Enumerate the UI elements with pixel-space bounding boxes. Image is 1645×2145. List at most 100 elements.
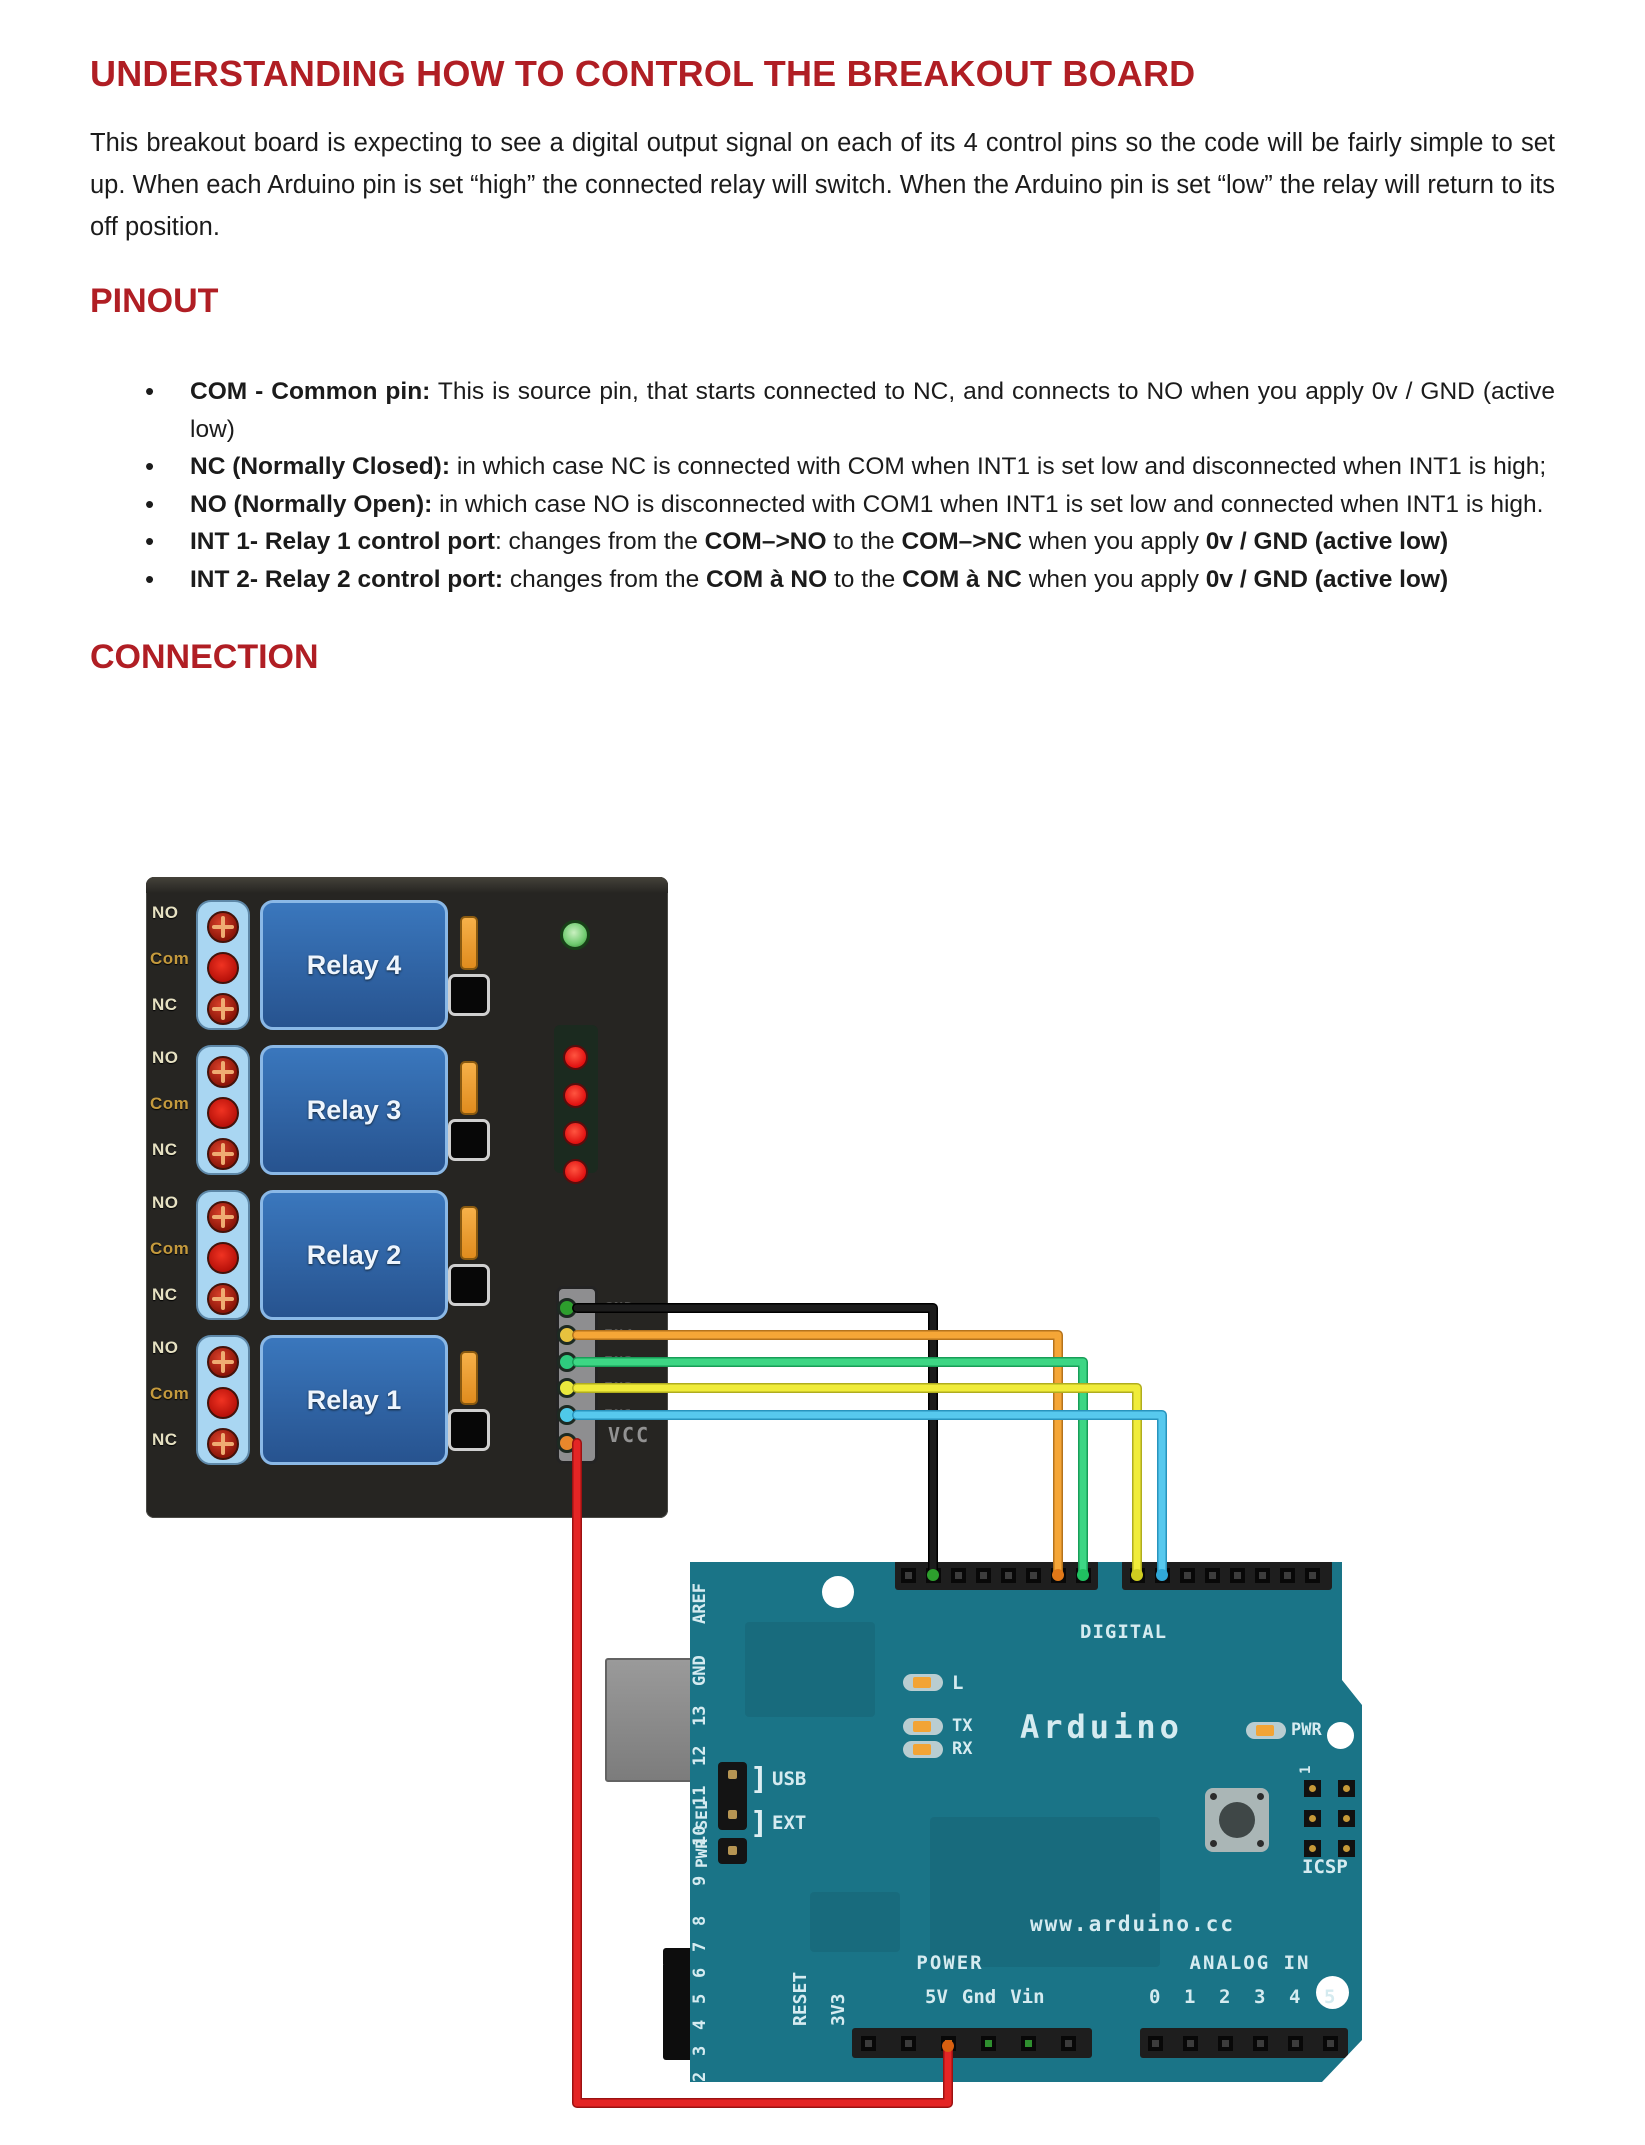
screw-terminal (207, 1056, 239, 1088)
analog-pin (1218, 2036, 1233, 2051)
icsp-pin (1338, 1840, 1355, 1857)
analog-section-label: ANALOG IN (1189, 1952, 1311, 1974)
capacitor (460, 1061, 478, 1115)
transistor (448, 1264, 490, 1306)
rx-led (903, 1741, 943, 1758)
screw-terminal (207, 1387, 239, 1419)
wire-int4 (572, 1330, 1063, 1580)
icsp-label: ICSP (1302, 1856, 1348, 1878)
icsp-pin (1338, 1780, 1355, 1797)
pinout-heading: PINOUT (90, 282, 219, 320)
screw-terminal (207, 1283, 239, 1315)
analog-pin-label-5: 5 (1324, 1986, 1336, 2008)
digital-pin (951, 1568, 966, 1583)
ext-jumper-label: EXT (772, 1812, 807, 1834)
wire-vcc (572, 1438, 953, 2108)
terminal-label-nc: NC (152, 995, 178, 1014)
capacitor (460, 1351, 478, 1405)
terminal-label-com: Com (150, 1094, 190, 1113)
relay-2-label: Relay 2 (306, 1239, 402, 1270)
analog-pin (1323, 2036, 1338, 2051)
wire-int2-end (1131, 1569, 1143, 1581)
terminal-block (196, 1045, 250, 1175)
l-led (903, 1674, 943, 1691)
terminal-label-no: NO (152, 1193, 179, 1212)
analog-pin (1148, 2036, 1163, 2051)
power-section-label: POWER (916, 1952, 984, 1974)
pinout-bullet-4: INT 1- Relay 1 control port: changes fro… (90, 523, 1555, 561)
relay-led-red (563, 1045, 588, 1070)
screw-terminal (207, 1201, 239, 1233)
power-pin (861, 2036, 876, 2051)
jumper-wires (572, 1303, 1168, 2108)
terminal-label-no: NO (152, 903, 179, 922)
wire-int1-end (1156, 1569, 1168, 1581)
digital-pin (1305, 1568, 1320, 1583)
tx-led (903, 1718, 943, 1735)
icsp-pin (1304, 1810, 1321, 1827)
transistor (448, 974, 490, 1016)
pwr-led (1246, 1722, 1286, 1739)
terminal-label-nc: NC (152, 1285, 178, 1304)
screw-terminal (207, 952, 239, 984)
relay-2-block: Relay 2 (260, 1190, 448, 1320)
arduino-board: DIGITAL L TX RX Arduino PWR 1 ICSP PWR S… (690, 1562, 1362, 2082)
connection-heading: CONNECTION (90, 638, 319, 676)
analog-pin-label-4: 4 (1289, 1986, 1301, 2008)
digital-pin (1026, 1568, 1041, 1583)
analog-pin (1288, 2036, 1303, 2051)
screw-terminal (207, 1346, 239, 1378)
page-title: UNDERSTANDING HOW TO CONTROL THE BREAKOU… (90, 53, 1196, 94)
transistor (448, 1409, 490, 1451)
terminal-label-nc: NC (152, 1140, 178, 1159)
wire-int4 (573, 1331, 1062, 1579)
analog-pin-label-1: 1 (1184, 1986, 1196, 2008)
analog-pin (1253, 2036, 1268, 2051)
digital-pin (1180, 1568, 1195, 1583)
screw-terminal (207, 1097, 239, 1129)
terminal-block (196, 900, 250, 1030)
relay-3-label: Relay 3 (306, 1094, 402, 1125)
capacitor (460, 1206, 478, 1260)
terminal-label-no: NO (152, 1048, 179, 1067)
wire-int3 (572, 1357, 1088, 1580)
reset-button (1205, 1788, 1269, 1852)
power-pin (1061, 2036, 1076, 2051)
screw-terminal (207, 1242, 239, 1274)
analog-header (1140, 2028, 1348, 2058)
arduino-logo: Arduino (1020, 1708, 1183, 1746)
power-pin-label-5V: 5V (925, 1986, 948, 2008)
relay-1-block: Relay 1 (260, 1335, 448, 1465)
ext-bracket: ] (750, 1806, 769, 1841)
digital-pin (1205, 1568, 1220, 1583)
wire-int2 (573, 1384, 1141, 1579)
relay-4-label: Relay 4 (306, 949, 402, 980)
screw-terminal (207, 1138, 239, 1170)
usb-bracket: ] (750, 1762, 769, 1797)
tx-led-label: TX (952, 1716, 973, 1736)
usb-jumper-label: USB (772, 1768, 807, 1790)
document-body: UNDERSTANDING HOW TO CONTROL THE BREAKOU… (90, 52, 1555, 677)
power-select-pin (718, 1838, 747, 1864)
digital-pin (1230, 1568, 1245, 1583)
relay-3-block: Relay 3 (260, 1045, 448, 1175)
pinout-bullet-2: NC (Normally Closed): in which case NC i… (90, 448, 1555, 486)
power-header (852, 2028, 1092, 2058)
power-pin (1021, 2036, 1036, 2051)
icsp-pin (1304, 1780, 1321, 1797)
digital-pin (1280, 1568, 1295, 1583)
capacitor (460, 916, 478, 970)
digital-pin (901, 1568, 916, 1583)
terminal-label-nc: NC (152, 1430, 178, 1449)
icsp-pin (1338, 1810, 1355, 1827)
wire-int4-end (1052, 1569, 1064, 1581)
analog-pin (1183, 2036, 1198, 2051)
mounting-hole (1327, 1722, 1354, 1749)
digital-label: DIGITAL (1080, 1621, 1168, 1643)
